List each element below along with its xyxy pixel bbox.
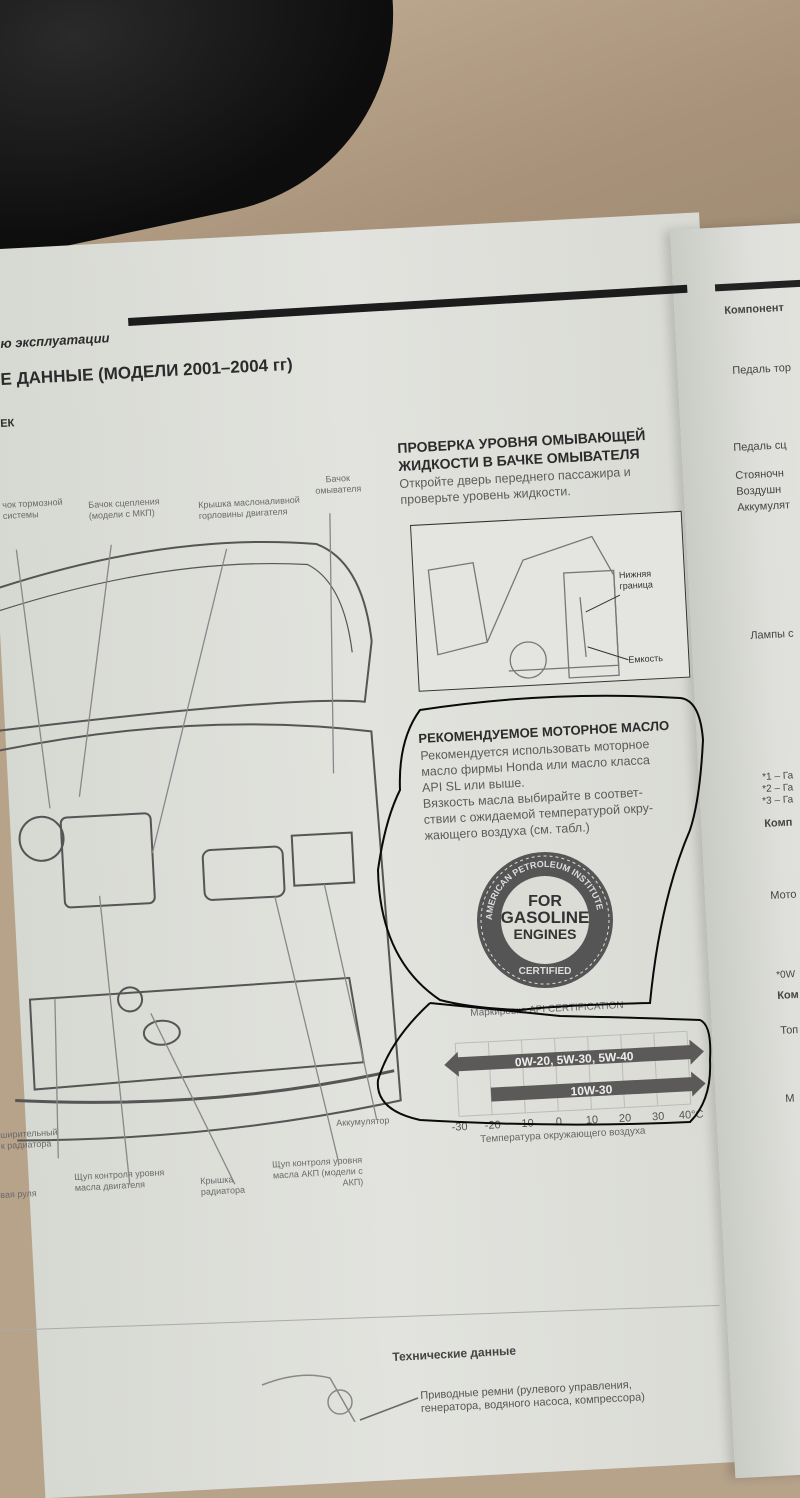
row-brake-pedal: Педаль тор — [732, 361, 792, 377]
right-page-content: Компонент Педаль тор Педаль сц Стояночн … — [714, 279, 800, 1105]
grid-line — [520, 1039, 526, 1113]
washer-illustration-frame: Нижняя граница Емкость — [410, 510, 691, 692]
footnote-1: *1 – Га — [762, 770, 794, 783]
row-battery: Аккумулят — [737, 499, 791, 514]
footnote-2: *2 – Га — [762, 782, 794, 795]
left-page-content: ю эксплуатации Е ДАННЫЕ (МОДЕЛИ 2001–200… — [0, 284, 721, 1422]
right-header-bar — [714, 279, 800, 292]
api-certification-seal: AMERICAN PETROLEUM INSTITUTE FOR GASOLIN… — [470, 848, 620, 988]
grid-line — [686, 1031, 692, 1105]
tick-label: -30 — [451, 1121, 468, 1134]
engine-bay-outline — [0, 723, 402, 1142]
seal-gasoline: GASOLINE — [500, 908, 590, 927]
api-seal-graphic: AMERICAN PETROLEUM INSTITUTE — [477, 852, 613, 988]
viscosity-range-bar — [490, 1071, 706, 1102]
seal-certified: CERTIFIED — [518, 966, 572, 977]
car-door-open-illustration — [427, 535, 629, 679]
row-m: М — [785, 1092, 795, 1105]
header-component-3: Ком — [777, 988, 800, 1002]
intake — [201, 845, 286, 901]
grid-line — [653, 1032, 659, 1106]
honda-emblem — [142, 1019, 181, 1046]
header-component-2: Комп — [764, 816, 793, 830]
row-parking-brake: Стояночн — [735, 467, 785, 482]
engine-block — [59, 812, 156, 909]
tick-label: 20 — [619, 1112, 632, 1125]
grid-line — [455, 1030, 687, 1044]
engine-bay-illustration — [0, 513, 402, 1185]
tick-label: 0 — [556, 1116, 563, 1128]
grid-line — [587, 1036, 592, 1110]
bar-label: 10W-30 — [570, 1082, 613, 1098]
footnote-0w: *0W — [776, 969, 796, 981]
column-header-component: Компонент — [724, 301, 785, 317]
footnote-3: *3 – Га — [762, 794, 794, 807]
grid-line — [459, 1103, 691, 1117]
row-lamps: Лампы с — [750, 627, 794, 642]
viscosity-range-bar — [444, 1039, 704, 1077]
bar-label: 0W-20, 5W-30, 5W-40 — [515, 1049, 635, 1069]
row-fuel: Топ — [780, 1024, 799, 1037]
hood-outline — [0, 540, 373, 733]
hand-drawn-outline — [376, 694, 712, 1126]
row-clutch-pedal: Педаль сц — [733, 439, 787, 454]
tick-label: 30 — [652, 1111, 665, 1124]
belt-illustration — [261, 1374, 419, 1422]
row-air-filter: Воздушн — [736, 483, 782, 498]
grid-line — [487, 1041, 493, 1115]
seal-for: FOR — [528, 893, 562, 910]
seal-engines: ENGINES — [513, 926, 577, 942]
grid-line — [554, 1038, 559, 1112]
row-motor: Мото — [770, 888, 797, 902]
grid-line — [620, 1034, 626, 1108]
